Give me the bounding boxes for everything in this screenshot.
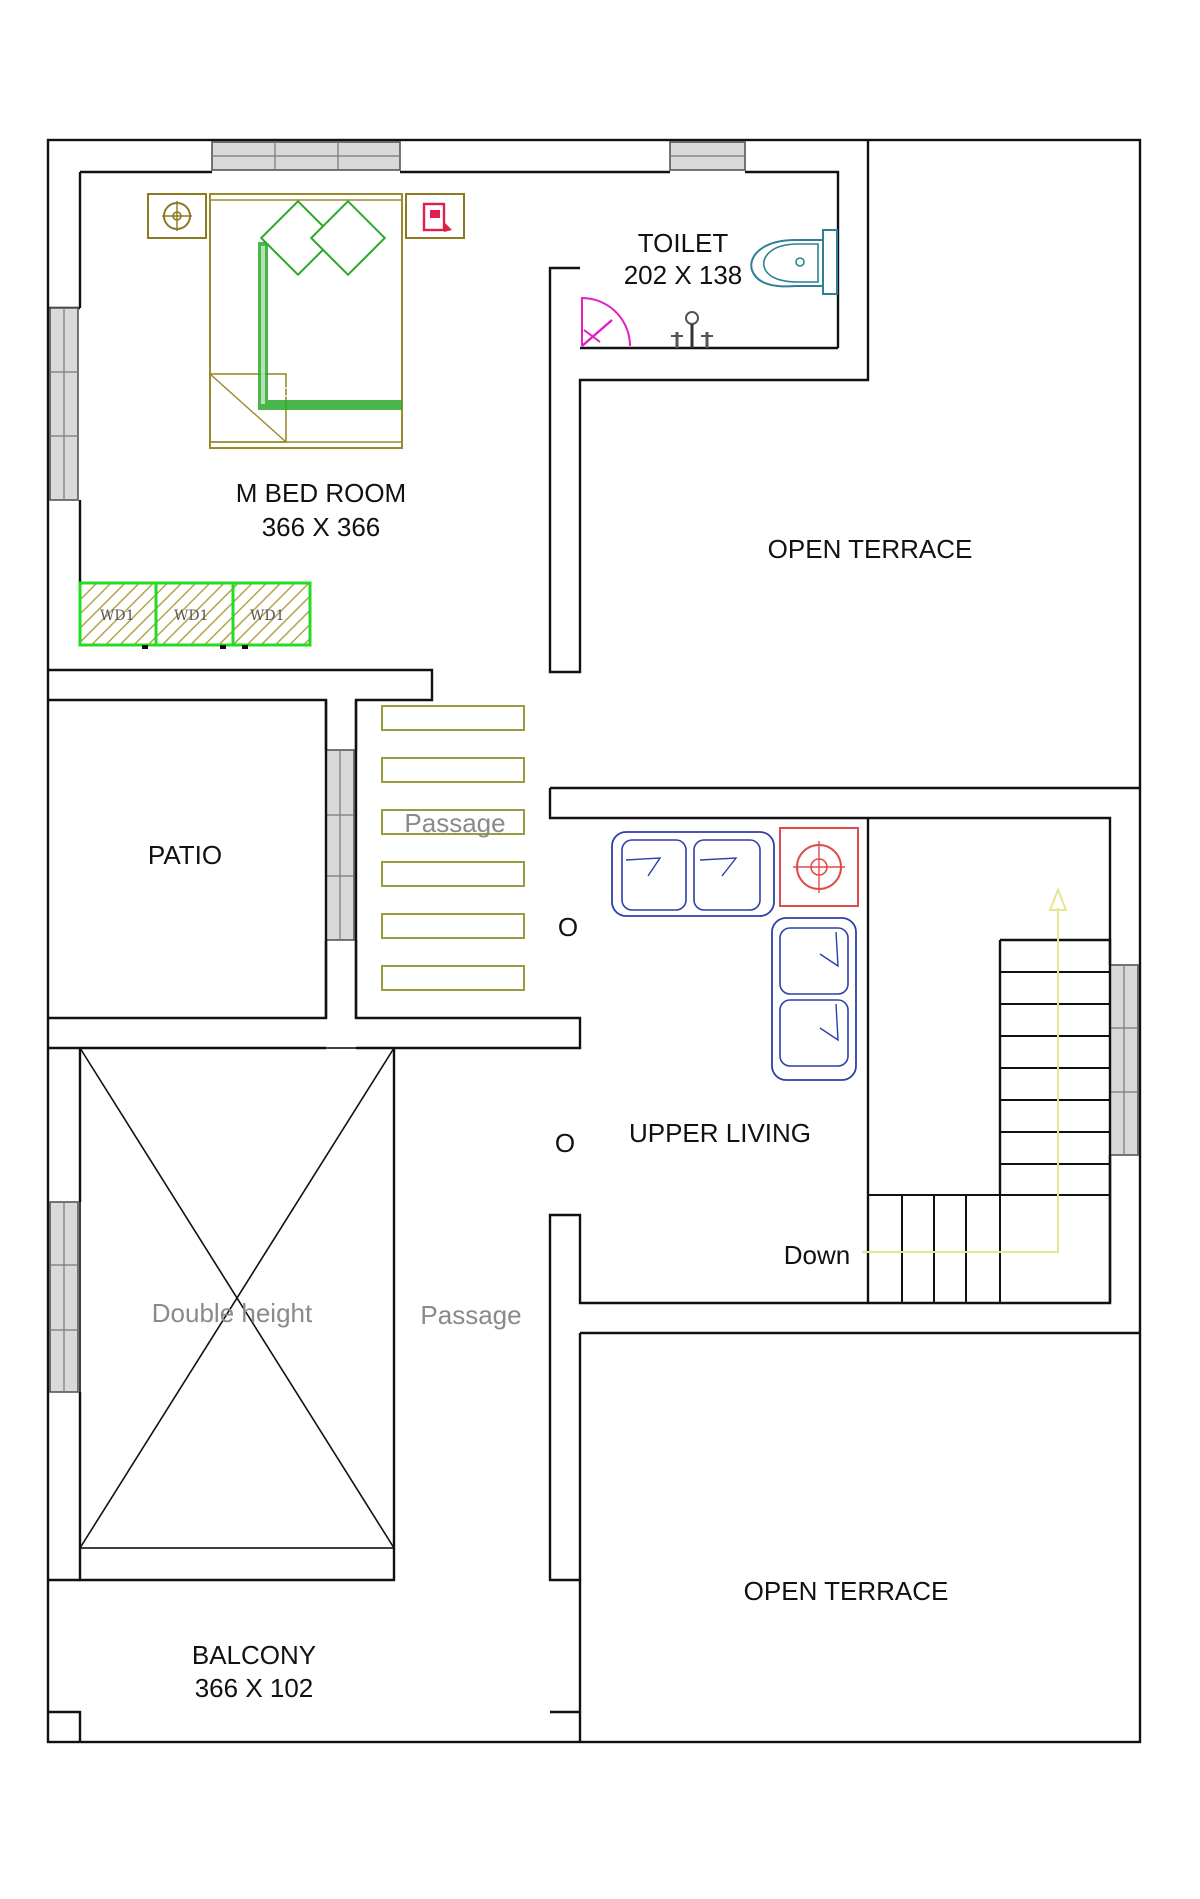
wardrobes: WD1 WD1 WD1 xyxy=(78,581,312,649)
bedside-lamp-icon xyxy=(147,193,207,239)
patio-name: PATIO xyxy=(148,840,222,870)
column-mark-1: O xyxy=(558,912,578,942)
wardrobe-label-1: WD1 xyxy=(100,608,135,624)
window-left-bedroom xyxy=(49,307,79,501)
balcony-name: BALCONY xyxy=(192,1640,316,1670)
interior-walls xyxy=(48,346,1140,1742)
telephone-icon xyxy=(405,193,465,239)
balcony-size: 366 X 102 xyxy=(195,1673,314,1703)
windows xyxy=(49,141,1139,1393)
open-terrace-top-name: OPEN TERRACE xyxy=(768,534,973,564)
passage-upper-name: Passage xyxy=(404,808,505,838)
window-left-double-height xyxy=(49,1201,79,1393)
pillow-left xyxy=(259,199,337,277)
passage-lower-name: Passage xyxy=(420,1300,521,1330)
pillow-right xyxy=(309,199,387,277)
stair-down-label: Down xyxy=(784,1240,850,1270)
shower-icon xyxy=(671,311,713,348)
double-height-void xyxy=(79,1047,395,1549)
wardrobe-label-3: WD1 xyxy=(250,608,285,624)
bedroom-size: 366 X 366 xyxy=(262,512,381,542)
stair-direction-arrow-icon xyxy=(862,908,1059,1253)
bedroom-name: M BED ROOM xyxy=(236,478,406,508)
staircase xyxy=(862,887,1112,1303)
window-top-bedroom xyxy=(211,141,401,171)
column-mark-2: O xyxy=(555,1128,575,1158)
double-height-label: Double height xyxy=(152,1298,313,1328)
wardrobe-1 xyxy=(78,581,158,647)
upper-living-name: UPPER LIVING xyxy=(629,1118,811,1148)
wardrobe-2 xyxy=(154,581,235,647)
wardrobe-3 xyxy=(231,581,312,647)
exterior-walls xyxy=(46,138,1142,1744)
passage-steps xyxy=(381,705,525,991)
wardrobe-label-2: WD1 xyxy=(174,608,209,624)
sofa-set-icon xyxy=(611,831,857,1081)
wc-toilet-icon xyxy=(750,229,838,295)
window-patio xyxy=(325,749,355,941)
double-bed xyxy=(209,193,403,449)
open-terrace-bottom-name: OPEN TERRACE xyxy=(744,1576,949,1606)
toilet-door-swing-icon xyxy=(581,296,631,347)
toilet-name: TOILET xyxy=(638,228,729,258)
toilet-size: 202 X 138 xyxy=(624,260,743,290)
window-right-stair xyxy=(1109,964,1139,1156)
side-table-lamp-icon xyxy=(779,827,859,907)
room-labels: TOILET 202 X 138 M BED ROOM 366 X 366 OP… xyxy=(148,228,972,1703)
window-top-toilet xyxy=(669,141,746,171)
